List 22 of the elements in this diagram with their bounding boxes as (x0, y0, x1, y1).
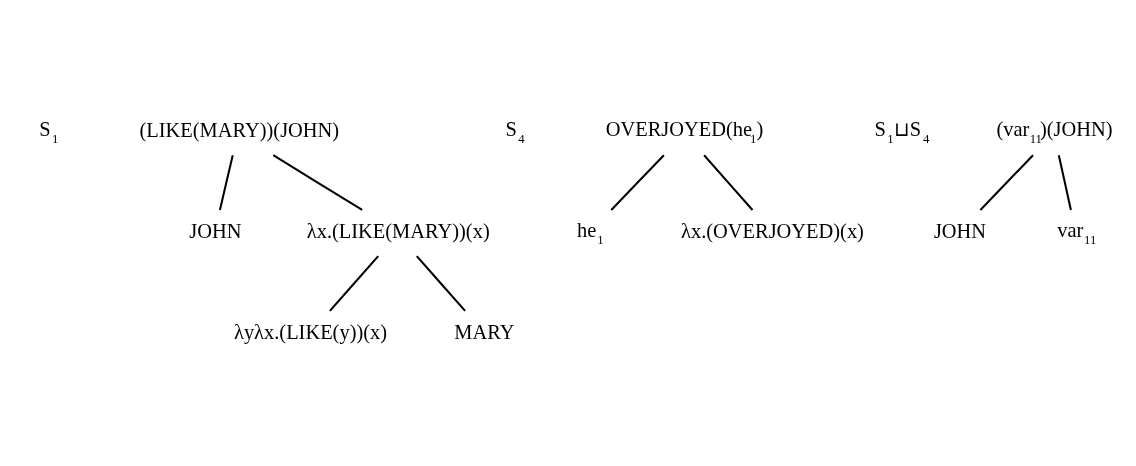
node-text: OVERJOYED(he$_{1}$) (605, 117, 764, 146)
node-text: (var$_{11}$)(JOHN) (996, 117, 1113, 146)
node-text: λx.(LIKE(MARY))(x) (306, 219, 490, 242)
node-text: λx.(OVERJOYED)(x) (681, 219, 864, 242)
connector (218, 154, 234, 211)
node-text: var$_{11}$ (1057, 218, 1097, 247)
connector (703, 154, 754, 211)
connector (416, 255, 466, 312)
connector (329, 255, 379, 312)
connector (979, 154, 1034, 211)
node-text: he$_{1}$ (576, 218, 604, 247)
node-text: λyλx.(LIKE(y))(x) (234, 320, 388, 343)
connector (610, 154, 665, 211)
connector (272, 154, 363, 211)
connector (1057, 154, 1072, 211)
node-text: JOHN (933, 219, 987, 242)
node-text: JOHN (189, 219, 242, 242)
node-label: S$_{1}$⊔S$_{4}$ (874, 117, 930, 146)
node-label: S$_{4}$ (505, 117, 525, 146)
node-text: (LIKE(MARY))(JOHN) (139, 118, 340, 141)
node-text: MARY (454, 320, 515, 343)
node-label: S$_{1}$ (39, 117, 59, 146)
